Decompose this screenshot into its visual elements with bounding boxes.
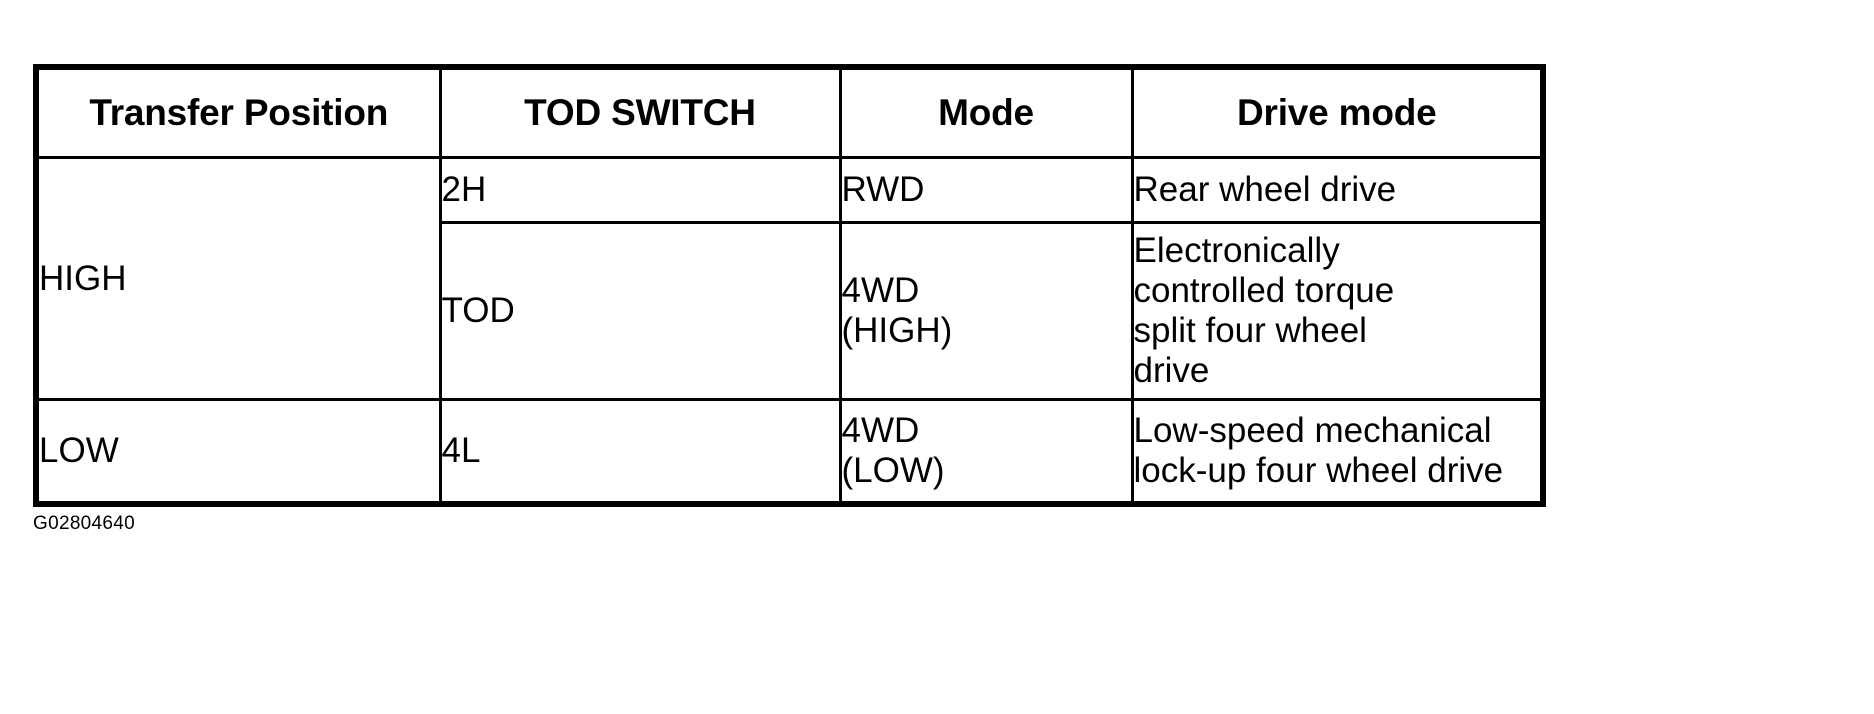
cell-drive-mode-rear-wheel-drive: Rear wheel drive (1130, 156, 1545, 224)
table-body: HIGH 2H RWD Rear wheel drive TOD 4WD (HI… (34, 156, 1545, 506)
cell-tod-switch-4l: 4L (438, 398, 842, 506)
table-row: HIGH 2H RWD Rear wheel drive (34, 156, 1545, 401)
transfer-case-mode-table-container: Transfer Position TOD SWITCH Mode Drive … (33, 64, 1546, 507)
cell-drive-mode-electronically-controlled: Electronically controlled torque split f… (1130, 221, 1545, 401)
figure-caption: G02804640 (33, 513, 136, 534)
cell-tod-switch-tod: TOD (438, 221, 842, 401)
table-row: LOW 4L 4WD (LOW) Low-speed mechanical lo… (34, 398, 1545, 506)
table-row: TOD 4WD (HIGH) Electronically controlled… (36, 221, 1545, 401)
column-header-tod-switch: TOD SWITCH (438, 65, 842, 159)
column-header-transfer-position: Transfer Position (34, 65, 442, 159)
column-header-mode: Mode (838, 65, 1134, 159)
transfer-case-mode-table: Transfer Position TOD SWITCH Mode Drive … (33, 64, 1546, 507)
cell-mode-4wd-high: 4WD (HIGH) (838, 221, 1134, 401)
cell-transfer-position-high: HIGH (34, 156, 442, 401)
cell-tod-switch-2h: 2H (438, 156, 842, 224)
column-header-drive-mode: Drive mode (1130, 65, 1545, 159)
cell-transfer-position-low: LOW (34, 398, 442, 506)
cell-mode-4wd-low: 4WD (LOW) (838, 398, 1134, 506)
cell-mode-rwd: RWD (838, 156, 1134, 224)
cell-drive-mode-low-speed-mechanical: Low-speed mechanical lock-up four wheel … (1130, 398, 1545, 506)
table-header: Transfer Position TOD SWITCH Mode Drive … (34, 65, 1545, 159)
table-header-row: Transfer Position TOD SWITCH Mode Drive … (34, 65, 1545, 159)
